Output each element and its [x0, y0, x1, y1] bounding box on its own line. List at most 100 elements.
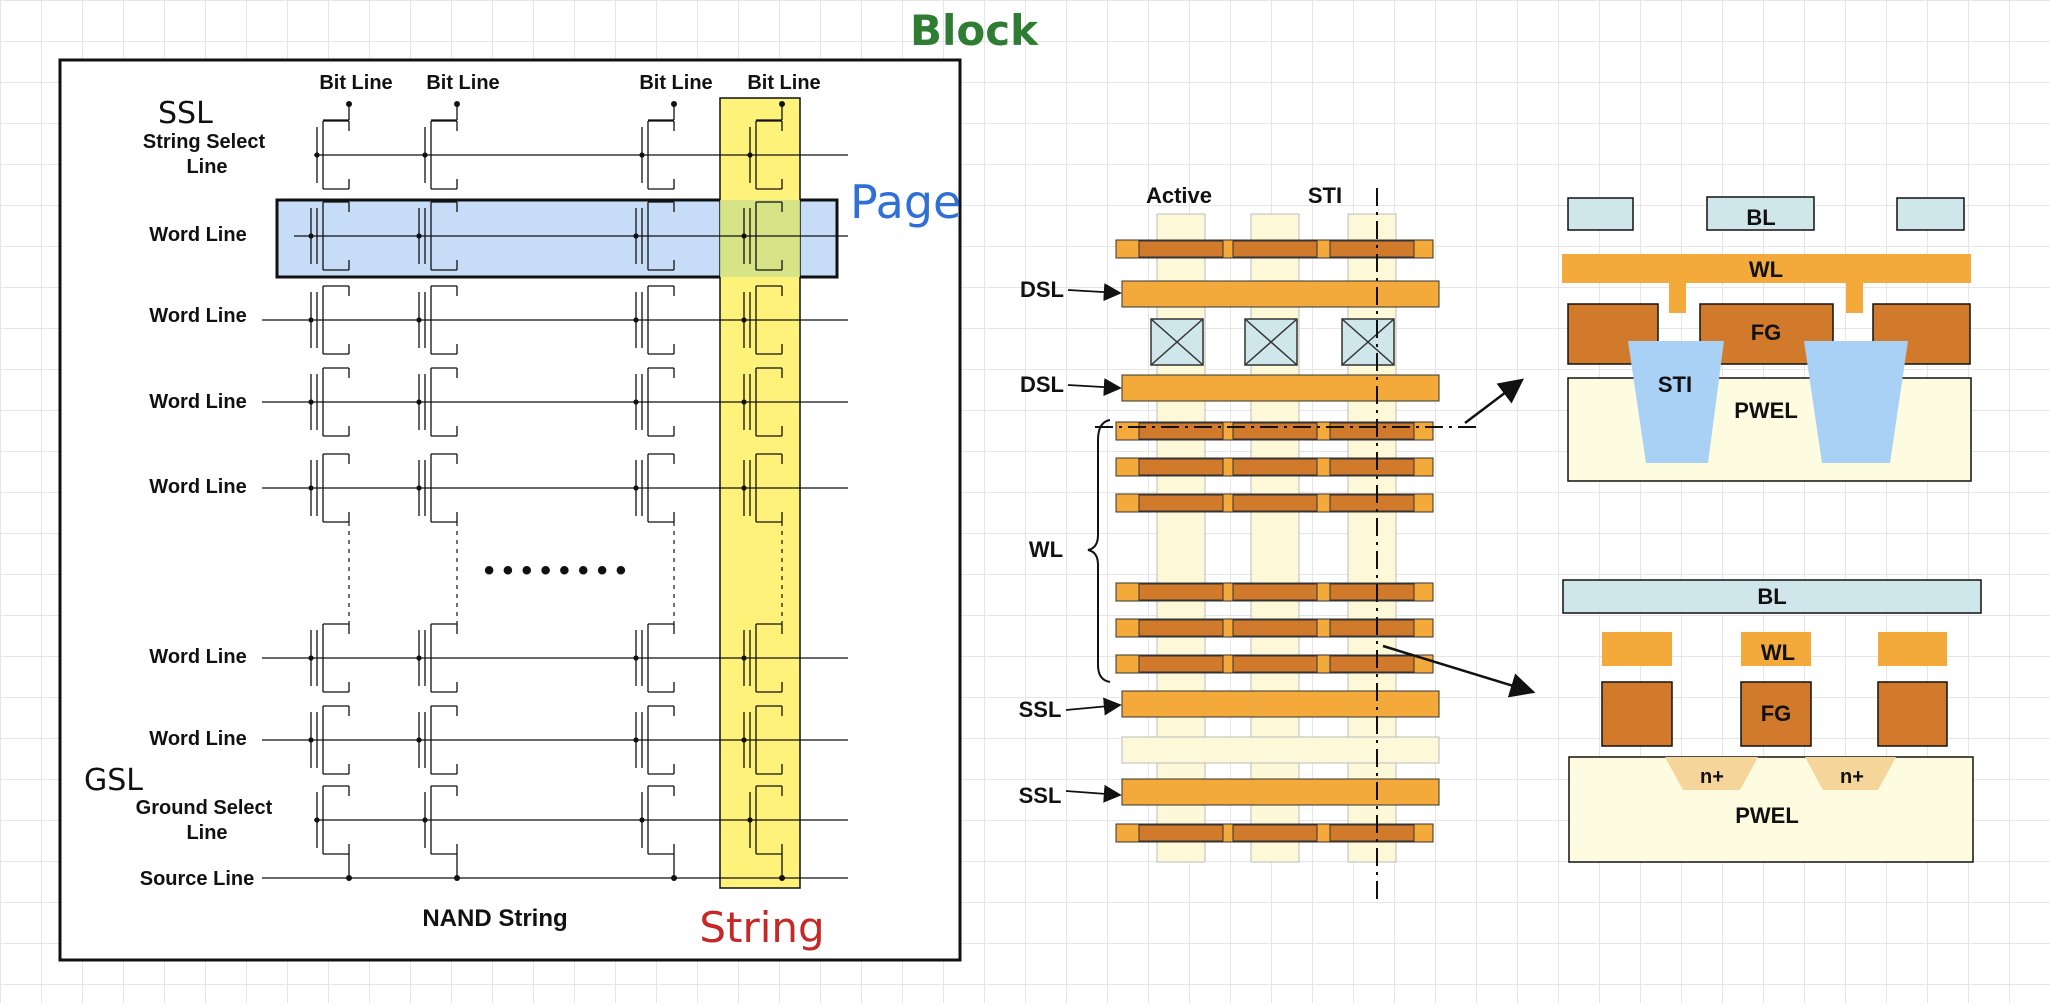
gate-node: [741, 233, 747, 239]
gate-node: [314, 817, 320, 823]
gate-node: [416, 399, 422, 405]
wl-label-bottom: WL: [1761, 640, 1795, 665]
floating-gate-cell: [1329, 240, 1415, 258]
pwel-region-bottom: [1568, 756, 1974, 863]
dsl-label-1: DSL: [1020, 277, 1064, 302]
gsl-annotation: GSL: [84, 763, 143, 798]
cross-section-word-line: BL WL FG STI PWEL: [1562, 196, 1972, 482]
nand-schematic-panel: Bit Line Bit Line Bit Line Bit Line Stri…: [58, 6, 1039, 962]
ssl-label-1: SSL: [1019, 697, 1062, 722]
layout-top-view: Active STI DSL DSL WL SSL SSL: [1019, 183, 1536, 900]
word-line-label-3: Word Line: [149, 391, 246, 413]
word-line-label-6: Word Line: [149, 728, 246, 750]
wl-brace: [1087, 419, 1111, 683]
floating-gate-cell: [1232, 824, 1318, 842]
sti-trench-left: [1628, 341, 1724, 463]
gate-node: [416, 737, 422, 743]
gate-node: [633, 399, 639, 405]
gate-node: [308, 655, 314, 661]
wl-finger-right: [1846, 280, 1863, 313]
floating-gate-cell: [1329, 494, 1415, 512]
bit-line-label-2: Bit Line: [426, 72, 499, 94]
fg-block-b-left: [1601, 681, 1673, 747]
floating-gate-cell: [1138, 458, 1224, 476]
gate-node: [639, 817, 645, 823]
layout-drawing: [1115, 213, 1440, 863]
sti-trench-right: [1804, 341, 1908, 463]
floating-gate-cell: [1232, 655, 1318, 673]
word-line-label-4: Word Line: [149, 476, 246, 498]
gate-node: [633, 233, 639, 239]
gate-node: [308, 399, 314, 405]
active-label: Active: [1146, 183, 1212, 208]
n-plus-left: [1665, 757, 1758, 790]
wl-block-center: [1741, 632, 1811, 666]
ssl-annotation: SSL: [158, 96, 213, 131]
dsl-arrow-1: [1067, 283, 1122, 302]
floating-gate-cell: [1138, 240, 1224, 258]
gate-node: [633, 317, 639, 323]
floating-gate-cell: [1329, 458, 1415, 476]
fg-label-bottom: FG: [1761, 701, 1792, 726]
floating-gate-cell: [1138, 494, 1224, 512]
pwel-label-top: PWEL: [1734, 398, 1798, 423]
floating-gate-cell: [1329, 422, 1415, 440]
fg-block-b-right: [1877, 681, 1948, 747]
gate-node: [314, 152, 320, 158]
gate-node: [422, 152, 428, 158]
n-plus-right-label: n+: [1840, 766, 1864, 788]
floating-gate-cell: [1138, 422, 1224, 440]
gate-node: [416, 485, 422, 491]
contact-cross: [1341, 318, 1395, 366]
wl-label-top: WL: [1749, 257, 1783, 282]
contact-cross: [1244, 318, 1298, 366]
sti-label: STI: [1308, 183, 1342, 208]
source-contact: [346, 875, 352, 881]
bl-block-left: [1567, 197, 1634, 231]
sti-label: STI: [1658, 372, 1692, 397]
floating-gate-cell: [1329, 583, 1415, 601]
fg-block-b-center: [1740, 681, 1812, 747]
word-line-label-5: Word Line: [149, 646, 246, 668]
source-contact: [454, 875, 460, 881]
wl-finger-left: [1669, 280, 1686, 313]
dsl-arrow-2: [1067, 378, 1122, 397]
cross-section-bit-line: BL WL FG n+ n+ PWEL: [1562, 579, 1982, 863]
gate-node: [422, 817, 428, 823]
ssl-label-2: SSL: [1019, 783, 1062, 808]
floating-gate-cell: [1138, 655, 1224, 673]
floating-gate-cell: [1232, 458, 1318, 476]
ssl-arrow-1: [1065, 697, 1122, 716]
gate-node: [416, 317, 422, 323]
ssl-arrow-2: [1065, 784, 1122, 803]
gate-node: [741, 485, 747, 491]
fg-label-top: FG: [1751, 320, 1782, 345]
word-line-label-1: Word Line: [149, 224, 246, 246]
dsl-label-2: DSL: [1020, 372, 1064, 397]
gate-node: [633, 485, 639, 491]
gate-node: [416, 655, 422, 661]
active-strip: [1250, 213, 1300, 863]
select-gate-bar: [1121, 374, 1440, 402]
common-source-strip: [1121, 736, 1440, 764]
floating-gate-cell: [1329, 619, 1415, 637]
floating-gate-cell: [1138, 824, 1224, 842]
floating-gate-cell: [1232, 583, 1318, 601]
gate-node: [633, 737, 639, 743]
nand-string-caption: NAND String: [422, 905, 567, 932]
gate-node: [639, 152, 645, 158]
bit-line-label-4: Bit Line: [747, 72, 820, 94]
gate-node: [308, 233, 314, 239]
wl-bar-top: [1562, 254, 1971, 283]
select-gate-bar: [1121, 778, 1440, 806]
wl-block-left: [1602, 632, 1672, 666]
bl-block-right: [1896, 197, 1965, 231]
word-line-label-2: Word Line: [149, 305, 246, 327]
bl-block-center: [1706, 196, 1815, 231]
floating-gate-cell: [1138, 583, 1224, 601]
n-plus-right: [1805, 757, 1896, 790]
floating-gate-cell: [1232, 494, 1318, 512]
bl-label-bottom: BL: [1757, 584, 1786, 609]
